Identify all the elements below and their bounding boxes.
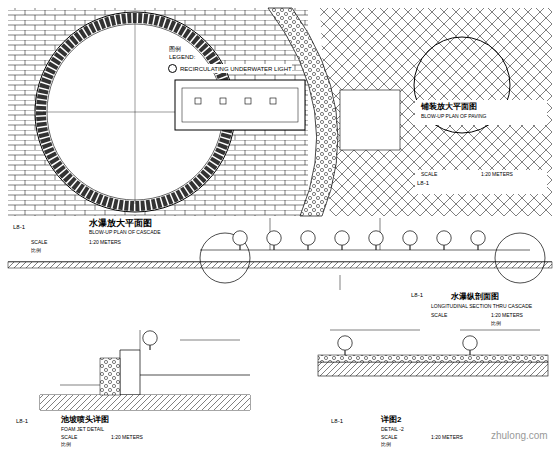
drawing-label: LEGEND: (168, 54, 196, 61)
drawing-label: BLOW-UP PLAN OF CASCADE (88, 230, 162, 236)
drawing-label: FOAM JET DETAIL (60, 427, 105, 433)
drawing-label: 比例 (490, 321, 502, 327)
drawing-label: SCALE (430, 313, 448, 319)
drawing-label: DETAIL -2 (380, 427, 405, 433)
drawing-label: L8-1 (12, 224, 26, 231)
light-symbol (168, 64, 177, 73)
drawing-label: L8-1 (330, 418, 344, 425)
legend-text: RECIRCULATING UNDERWATER LIGHT (180, 66, 292, 72)
drawing-label: LONGITUDINAL SECTION THRU CASCADE (430, 304, 533, 310)
drawing-label: BLOW-UP PLAN OF PAVING (420, 114, 487, 120)
drawing-label: 比例 (30, 248, 42, 254)
drawing-label: SCALE (60, 435, 78, 441)
legend-row: RECIRCULATING UNDERWATER LIGHT (168, 64, 292, 73)
drawing-label: 水瀑放大平面图 (88, 218, 153, 228)
drawing-label: L8-1 (15, 418, 29, 425)
drawing-label: L8-1 (410, 292, 424, 299)
drawing-label: 详图2 (380, 415, 402, 424)
drawing-label: L8-1 (416, 180, 430, 187)
drawing-label: 铺装放大平面图 (420, 102, 478, 111)
drawing-label: 1:20 METERS (88, 240, 122, 246)
drawing-label: 1:20 METERS (430, 435, 464, 441)
drawing-label: 1:20 METERS (110, 435, 144, 441)
drawing-label: 1:20 METERS (480, 172, 514, 178)
drawing-label: 图例 (168, 46, 182, 53)
drawing-label: 1:20 METERS (490, 313, 524, 319)
drawing-label: SCALE (420, 172, 438, 178)
drawing-label: 池坡喷头详图 (60, 415, 110, 424)
drawing-label: 水瀑纵剖面图 (450, 292, 500, 301)
drawing-label: SCALE (380, 435, 398, 441)
watermark: zhulong.com (490, 430, 549, 442)
drawing-label: 比例 (380, 442, 392, 448)
drawing-label: 比例 (60, 442, 72, 448)
drawing-label: SCALE (30, 240, 48, 246)
